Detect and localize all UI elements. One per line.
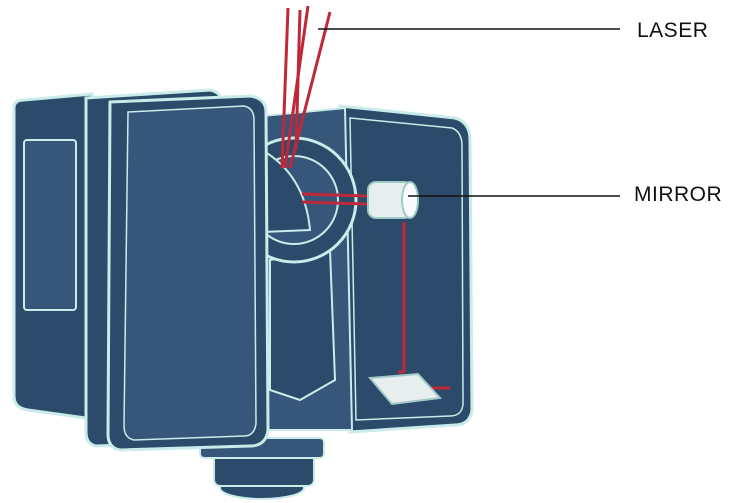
laser-label: LASER: [637, 19, 709, 42]
laser-beams: [280, 5, 450, 390]
mirror-label: MIRROR: [634, 183, 723, 206]
scanner-left-housing: [12, 88, 270, 452]
mirror-cylinder: [367, 181, 419, 219]
fold-mirror: [367, 372, 443, 406]
